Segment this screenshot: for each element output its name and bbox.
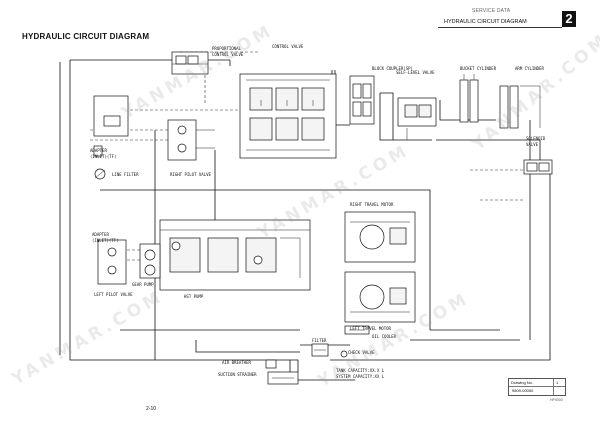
oil-cooler — [344, 325, 370, 335]
label-line-filter: LINE FILTER — [112, 172, 139, 177]
drawing-box-divider — [509, 386, 565, 387]
solenoid-valve — [523, 159, 553, 175]
part-code: HP0000 — [550, 398, 563, 402]
label-oil-cooler: OIL COOLER — [372, 334, 397, 339]
gear-pump-assembly — [139, 243, 161, 279]
label-hst-pump: HST PUMP — [184, 294, 204, 299]
label-bucket-cylinder: BUCKET CYLINDER — [460, 66, 497, 71]
label-adapter-mid-2: (INLET)(TF) — [92, 238, 119, 243]
self-level-valve — [397, 97, 437, 140]
bucket-cylinder — [459, 74, 479, 123]
tank-strainer — [267, 371, 299, 385]
section-label: SERVICE DATA — [472, 8, 511, 14]
label-proportional-valve-2: CONTROL VALVE — [212, 52, 244, 57]
header-rule — [438, 27, 562, 28]
label-adapter-mid: ADAPTER — [92, 232, 109, 237]
label-left-travel-motor: LEFT TRAVEL MOTOR — [350, 326, 392, 331]
drawing-sheet: 1 — [556, 380, 559, 385]
component-labels: PROPORTIONAL CONTROL VALVE CONTROL VALVE… — [90, 44, 546, 379]
label-suction-strainer: SUCTION STRAINER — [218, 372, 257, 377]
label-adapter-top: ADAPTER — [90, 148, 107, 153]
arm-cylinder — [499, 85, 541, 129]
chapter-number: 2 — [562, 11, 576, 27]
label-check-valve: CHECK VALVE — [348, 350, 375, 355]
drawing-box-divider-vertical — [553, 379, 554, 395]
label-tank-capacity: TANK CAPACITY:XX.X L — [336, 368, 385, 373]
label-right-travel-motor: RIGHT TRAVEL MOTOR — [350, 202, 394, 207]
label-self-level-valve: SELF-LEVEL VALVE — [396, 70, 435, 75]
drawing-number-label: Drawing No. — [511, 380, 534, 385]
label-system-capacity: SYSTEM CAPACITY:XX L — [336, 374, 385, 379]
label-left-pilot-valve: LEFT PILOT VALVE — [94, 292, 133, 297]
block-coupler — [349, 75, 375, 125]
label-air-breather: AIR BREATHER — [222, 360, 251, 365]
right-travel-motor — [344, 211, 416, 263]
label-gear-pump: GEAR PUMP — [132, 282, 154, 287]
left-travel-motor — [344, 271, 416, 323]
label-block-coupler: BLOCK COUPLER(SP) — [372, 66, 413, 71]
drawing-number-value: 9809-00050 — [512, 388, 534, 393]
filter-check-valve — [311, 343, 348, 358]
right-pilot-valve — [167, 119, 215, 161]
section-subtitle: HYDRAULIC CIRCUIT DIAGRAM — [444, 19, 527, 25]
label-solenoid-valve-2: VALVE — [526, 142, 539, 147]
label-adapter-top-2: (INLET)(TF) — [90, 154, 117, 159]
label-filter: FILTER — [312, 338, 327, 343]
page-number: 2-10 — [146, 406, 157, 412]
proportional-control-valve — [171, 51, 209, 75]
hst-pump-assembly — [159, 219, 311, 291]
drawing-number-box: Drawing No. 1 9809-00050 — [508, 378, 566, 396]
label-arm-cylinder: ARM CYLINDER — [515, 66, 544, 71]
label-right-pilot-valve: RIGHT PILOT VALVE — [170, 172, 212, 177]
label-solenoid-valve: SOLENOID — [526, 136, 546, 141]
left-pilot-valve — [97, 239, 127, 285]
label-control-valve: CONTROL VALVE — [272, 44, 304, 49]
control-valve — [239, 73, 337, 159]
diagram-title: HYDRAULIC CIRCUIT DIAGRAM — [22, 32, 150, 41]
air-breather — [265, 359, 277, 369]
label-proportional-valve: PROPORTIONAL — [212, 46, 241, 51]
adapter-line-filter — [93, 95, 129, 180]
